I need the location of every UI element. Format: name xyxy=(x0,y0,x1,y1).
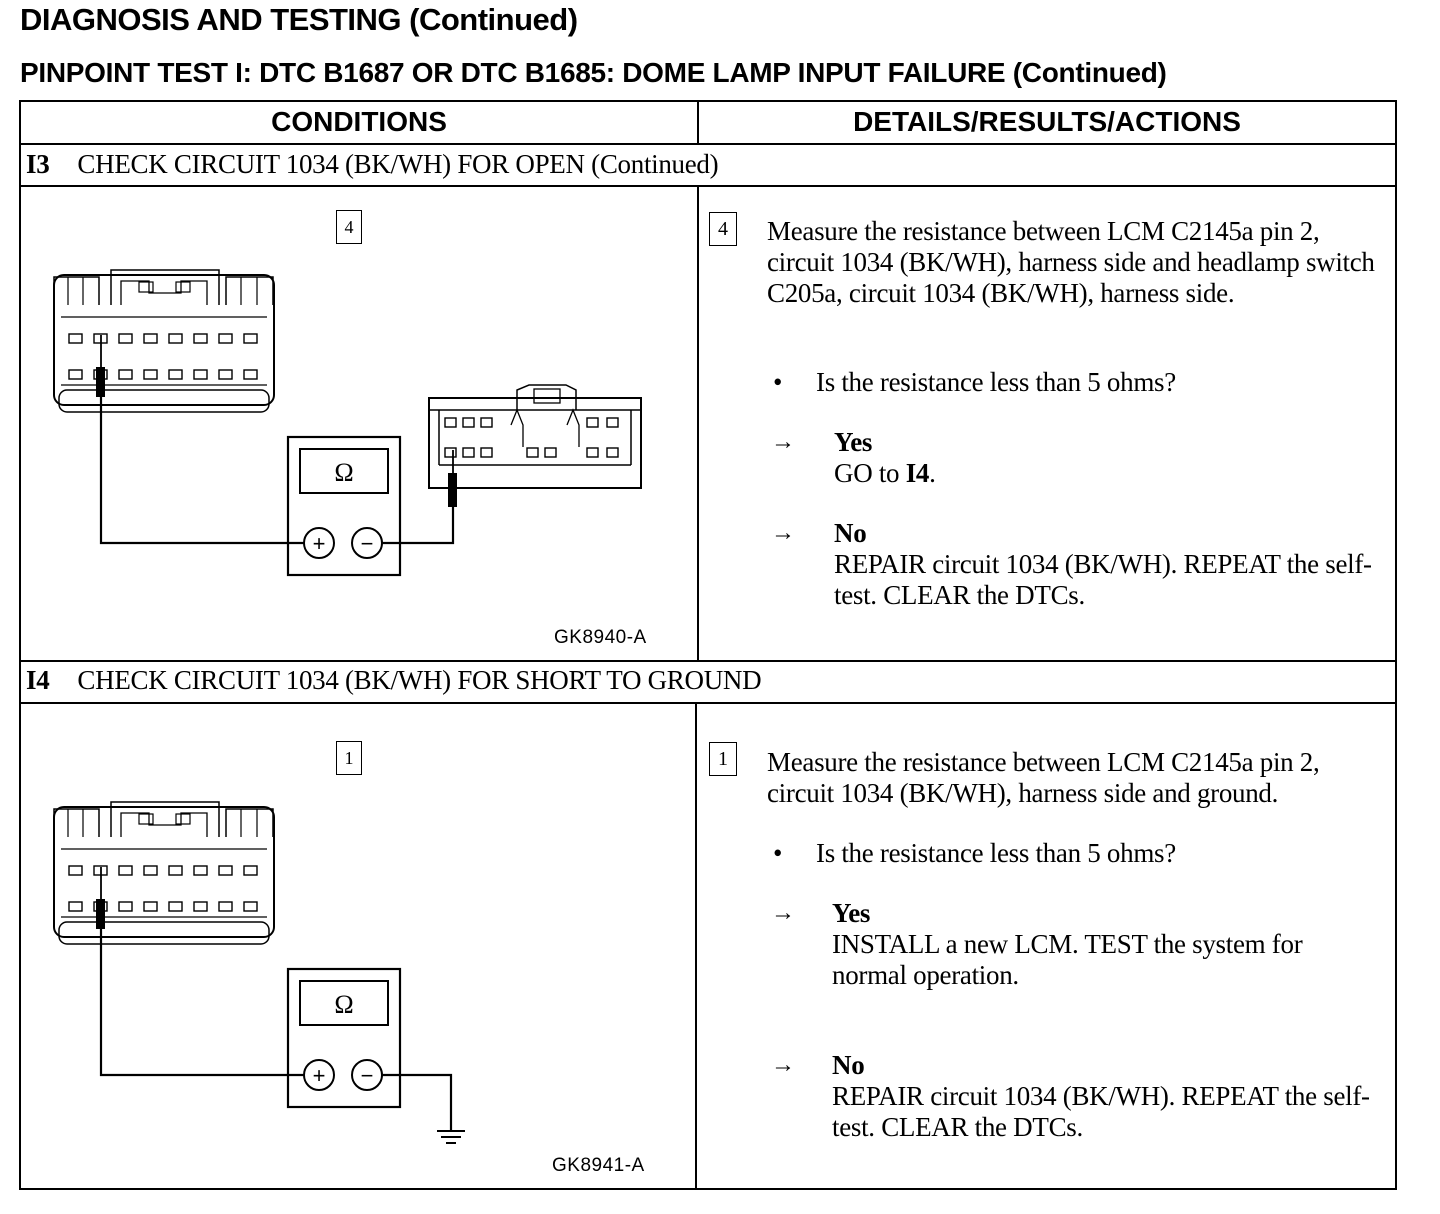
lcm-pin-cavities xyxy=(68,333,258,380)
step-i3-column-divider xyxy=(697,185,699,660)
details-column-header: DETAILS/RESULTS/ACTIONS xyxy=(853,106,1241,137)
lcm-test-lead xyxy=(99,929,304,1077)
step-i4-id: I4 xyxy=(26,665,50,695)
header-column-divider xyxy=(697,102,699,143)
step-i4-diagram: Ω + − xyxy=(53,801,465,1144)
step-i3-yes-action-suffix: . xyxy=(929,458,936,488)
step-i3-title-divider xyxy=(21,185,1395,187)
step-i3-yes-action: GO to I4. xyxy=(834,458,1374,489)
lcm-probe-tip xyxy=(96,367,105,397)
step-i4-instruction: Measure the resistance between LCM C2145… xyxy=(767,747,1320,808)
step-i3-no-label: No xyxy=(834,518,867,548)
step-i4-column-divider xyxy=(695,702,697,1188)
step-i3-no-action: REPAIR circuit 1034 (BK/WH). REPEAT the … xyxy=(834,549,1372,610)
step-i3-figure-step-number: 4 xyxy=(336,210,362,244)
page-title: DIAGNOSIS AND TESTING (Continued) xyxy=(20,2,578,37)
headlamp-switch-pin-cavities xyxy=(444,417,619,458)
ohmmeter xyxy=(286,435,402,577)
step-i3-step-number: 4 xyxy=(709,212,737,246)
step-i4-no-label: No xyxy=(832,1050,865,1080)
step-i3-question-bullet: • xyxy=(773,367,783,397)
step-i4-yes-arrow: → xyxy=(771,900,795,926)
step-i3-yes-arrow: → xyxy=(771,429,795,455)
step-i4-no-result: No REPAIR circuit 1034 (BK/WH). REPEAT t… xyxy=(832,1050,1377,1143)
step-i4-step-number: 1 xyxy=(709,742,737,776)
step-i4-figure-id: GK8941-A xyxy=(552,1155,645,1176)
step-i3-no-result: No REPAIR circuit 1034 (BK/WH). REPEAT t… xyxy=(834,518,1374,611)
step-i3-yes-result: Yes GO to I4. xyxy=(834,427,1374,489)
headlamp-switch-connector xyxy=(428,384,642,489)
lcm-test-lead xyxy=(99,397,304,545)
step-i4-top-divider xyxy=(21,660,1395,662)
step-i3-yes-action-text: GO to xyxy=(834,458,906,488)
switch-probe-tip xyxy=(448,473,457,507)
step-i4-yes-action: INSTALL a new LCM. TEST the system for n… xyxy=(832,929,1303,990)
step-i4-question: Is the resistance less than 5 ohms? xyxy=(816,838,1176,868)
ohm-symbol: Ω xyxy=(334,458,353,487)
step-i3-yes-action-ref: I4 xyxy=(905,458,930,488)
step-i3-question: Is the resistance less than 5 ohms? xyxy=(816,367,1176,397)
step-i3-id: I3 xyxy=(26,149,50,179)
step-i3-title-text: CHECK CIRCUIT 1034 (BK/WH) FOR OPEN (Con… xyxy=(77,149,719,179)
minus-terminal-label: − xyxy=(361,1063,374,1088)
step-i4-title-text: CHECK CIRCUIT 1034 (BK/WH) FOR SHORT TO … xyxy=(77,665,762,695)
lcm-connector xyxy=(53,801,275,945)
step-i3-title: I3 CHECK CIRCUIT 1034 (BK/WH) FOR OPEN (C… xyxy=(26,149,719,180)
step-i3-figure-id: GK8940-A xyxy=(554,627,647,648)
step-i4-yes-label: Yes xyxy=(832,898,871,928)
step-i4-title-divider xyxy=(21,702,1395,704)
step-i4-no-action: REPAIR circuit 1034 (BK/WH). REPEAT the … xyxy=(832,1081,1370,1142)
step-i4-no-arrow: → xyxy=(771,1052,795,1078)
lcm-connector xyxy=(53,269,275,413)
header-divider xyxy=(21,143,1395,145)
step-i3-yes-label: Yes xyxy=(834,427,873,457)
ground-test-lead xyxy=(382,1073,453,1130)
step-i3-diagram: Ω + − xyxy=(53,269,642,577)
step-i4-figure-step-number: 1 xyxy=(336,741,362,775)
ohm-symbol: Ω xyxy=(334,990,353,1019)
step-i4-question-bullet: • xyxy=(773,838,783,868)
ground-icon xyxy=(437,1130,465,1144)
conditions-column-header: CONDITIONS xyxy=(271,106,447,137)
step-i4-title: I4 CHECK CIRCUIT 1034 (BK/WH) FOR SHORT T… xyxy=(26,665,762,696)
step-i4-yes-result: Yes INSTALL a new LCM. TEST the system f… xyxy=(832,898,1377,991)
switch-test-lead xyxy=(382,507,455,545)
plus-terminal-label: + xyxy=(313,1063,326,1088)
pinpoint-test-title: PINPOINT TEST I: DTC B1687 OR DTC B1685:… xyxy=(20,57,1167,88)
lcm-probe-tip xyxy=(96,899,105,929)
minus-terminal-label: − xyxy=(361,531,374,556)
step-i3-no-arrow: → xyxy=(771,520,795,546)
step-i3-instruction: Measure the resistance between LCM C2145… xyxy=(767,216,1375,308)
plus-terminal-label: + xyxy=(313,531,326,556)
